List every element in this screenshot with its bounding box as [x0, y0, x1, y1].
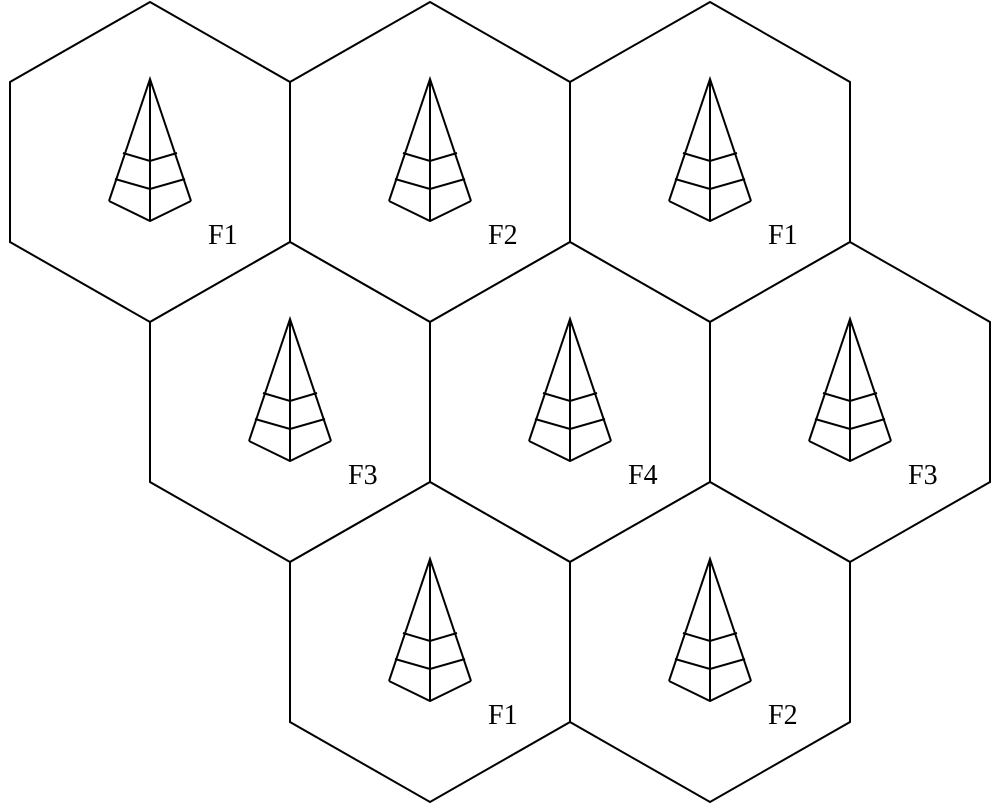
cell-tower-icon	[108, 75, 192, 223]
frequency-label: F1	[488, 700, 518, 731]
frequency-label: F3	[348, 460, 378, 491]
cell-tower-icon	[668, 75, 752, 223]
hex-cell: F1	[569, 0, 851, 324]
cell-tower-icon	[388, 75, 472, 223]
frequency-label: F1	[768, 220, 798, 251]
frequency-label: F1	[208, 220, 238, 251]
hex-cell: F2	[569, 480, 851, 804]
cell-tower-icon	[248, 315, 332, 463]
cell-tower-icon	[388, 555, 472, 703]
hex-cell: F1	[289, 480, 571, 804]
hex-cell: F3	[149, 240, 431, 564]
frequency-label: F4	[628, 460, 658, 491]
cell-tower-icon	[528, 315, 612, 463]
cell-tower-icon	[668, 555, 752, 703]
frequency-label: F2	[768, 700, 798, 731]
cell-tower-icon	[808, 315, 892, 463]
frequency-label: F3	[908, 460, 938, 491]
frequency-label: F2	[488, 220, 518, 251]
